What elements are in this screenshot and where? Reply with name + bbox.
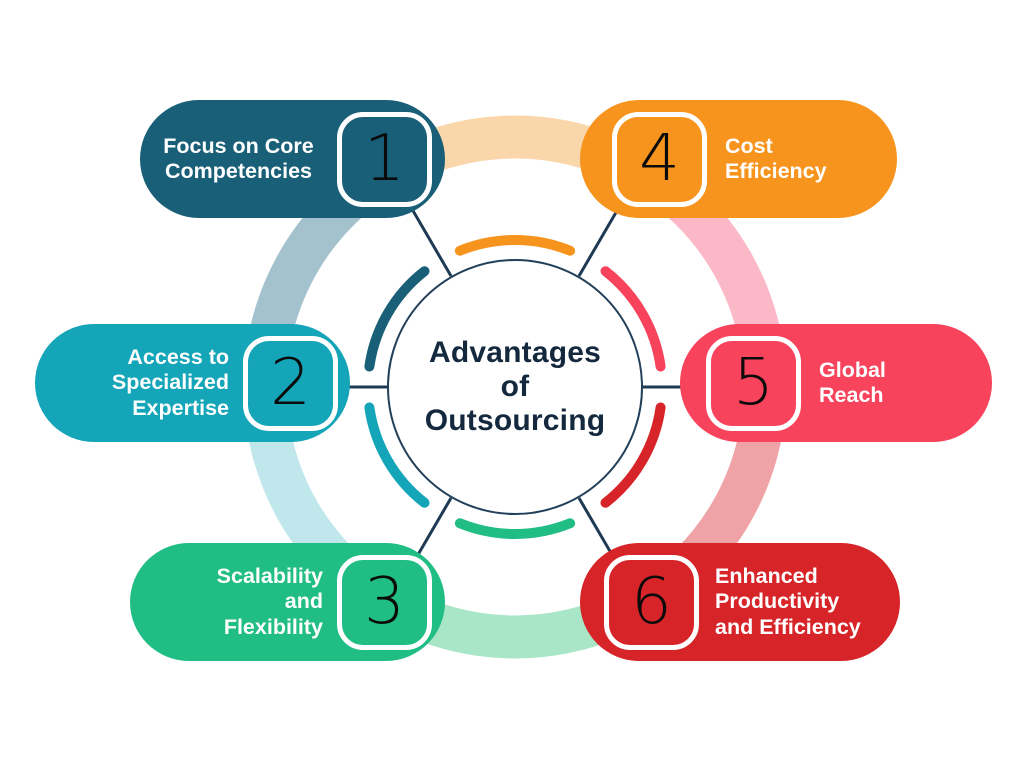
number-badge-2: 2 [243, 335, 338, 431]
connector-line-1 [410, 208, 453, 277]
center-circle: Advantages of Outsourcing [387, 259, 643, 515]
inner-ring-arc-green [454, 518, 576, 540]
number-badge-6: 6 [604, 554, 699, 650]
advantage-label-6: Enhanced Productivity and Efficiency [715, 563, 861, 639]
badge-number-3: 3 [364, 565, 405, 639]
advantage-pill-1: Focus on Core Competencies 1 [140, 100, 445, 218]
advantage-label-1: Focus on Core Competencies [163, 133, 314, 183]
number-badge-1: 1 [337, 111, 432, 207]
inner-ring-arc-dark-teal [364, 266, 430, 372]
badge-number-4: 4 [639, 122, 680, 196]
number-badge-3: 3 [337, 554, 432, 650]
diagram-title: Advantages of Outsourcing [424, 336, 606, 437]
number-badge-5: 5 [706, 335, 801, 431]
advantage-pill-2: Access to Specialized Expertise 2 [35, 324, 350, 442]
advantage-pill-3: Scalability and Flexibility 3 [130, 543, 445, 661]
advantage-pill-5: 5 Global Reach [680, 324, 992, 442]
inner-ring-arc-pink [600, 266, 666, 372]
inner-ring-arc-red [600, 402, 666, 508]
badge-number-5: 5 [733, 346, 774, 420]
advantage-pill-4: 4 Cost Efficiency [580, 100, 897, 218]
advantage-pill-6: 6 Enhanced Productivity and Efficiency [580, 543, 900, 661]
badge-number-2: 2 [270, 346, 311, 420]
inner-ring-arc-cyan [364, 402, 430, 508]
connector-line-4 [577, 208, 620, 277]
badge-number-6: 6 [631, 565, 672, 639]
advantage-label-4: Cost Efficiency [725, 133, 827, 183]
inner-ring-arc-orange [454, 234, 576, 256]
inner-ring [364, 234, 666, 540]
number-badge-4: 4 [612, 111, 707, 207]
badge-number-1: 1 [364, 122, 405, 196]
advantage-label-3: Scalability and Flexibility [216, 563, 323, 639]
advantage-label-5: Global Reach [819, 357, 886, 407]
advantage-label-2: Access to Specialized Expertise [111, 344, 229, 420]
